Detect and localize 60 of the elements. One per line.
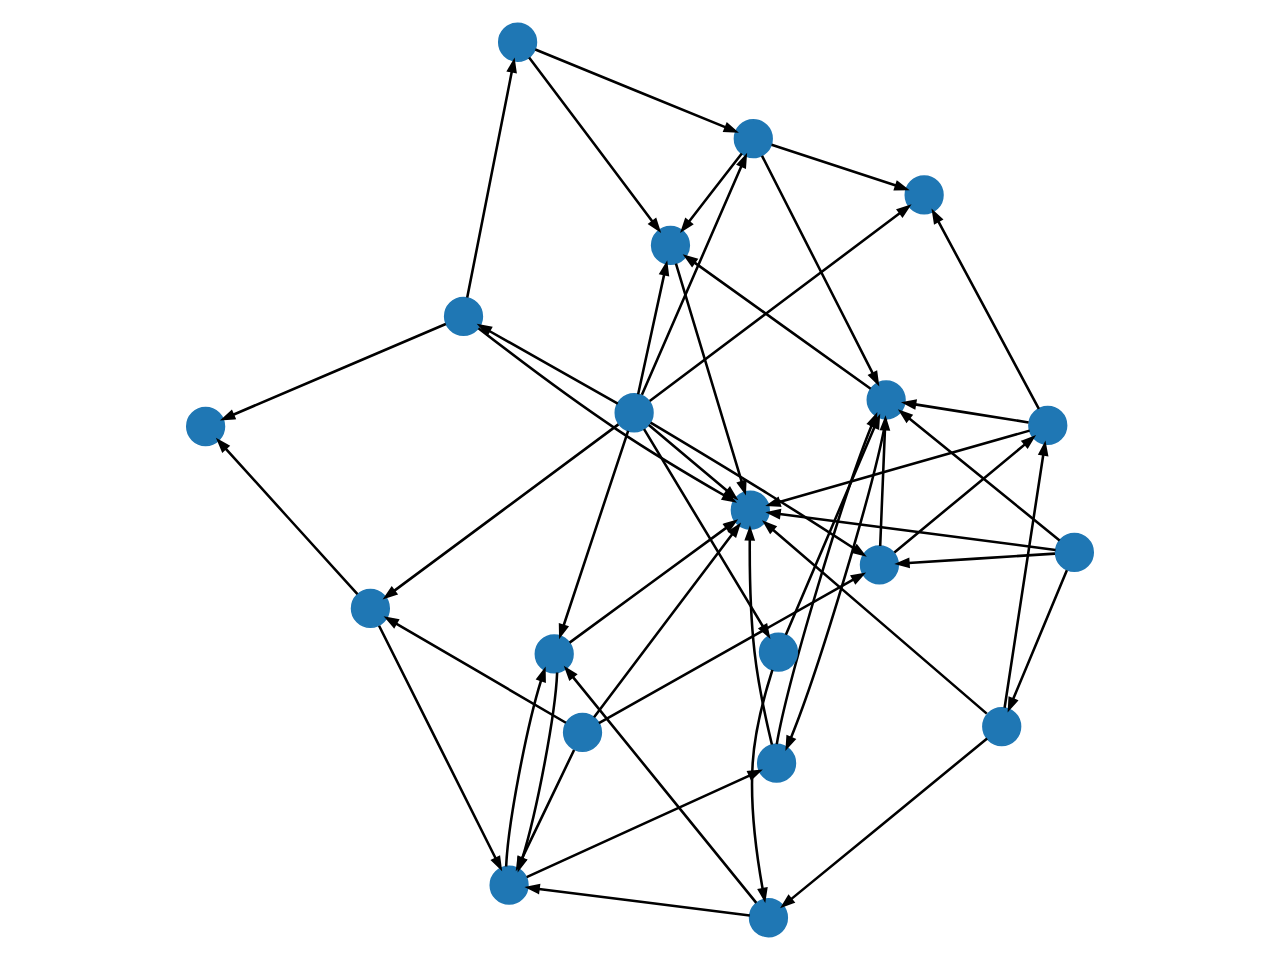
arrow: [640, 152, 748, 396]
arrow: [558, 430, 630, 640]
node-circle: [497, 22, 538, 62]
arrow: [897, 409, 1061, 542]
arrow: [524, 883, 750, 917]
arrow: [674, 263, 747, 496]
node-circle: [904, 175, 944, 215]
arrow: [680, 152, 743, 234]
arrow: [563, 665, 758, 904]
arrow: [750, 669, 774, 904]
arrow: [682, 254, 872, 390]
node-circle: [562, 712, 603, 753]
arrow: [893, 435, 1037, 554]
arrow: [649, 421, 867, 557]
arrow: [931, 208, 1040, 410]
node-circle: [859, 545, 900, 585]
node-circle: [748, 898, 789, 938]
node-circle: [730, 490, 770, 530]
arrow: [598, 572, 867, 725]
arrow: [894, 552, 1056, 569]
node-circle: [733, 119, 773, 159]
arrow: [215, 437, 359, 596]
node-circle: [350, 588, 391, 629]
arrow: [1007, 569, 1069, 713]
arrow: [636, 260, 670, 395]
arrow: [465, 57, 517, 298]
arrow: [648, 204, 912, 403]
arrow: [744, 525, 774, 745]
arrow: [761, 520, 988, 715]
arrow: [377, 625, 503, 872]
node-circle: [1028, 405, 1068, 446]
node-circle: [185, 406, 226, 447]
arrow: [765, 508, 1056, 552]
arrow: [780, 737, 988, 909]
arrow: [504, 666, 546, 867]
arrow: [568, 519, 739, 644]
arrow: [534, 48, 739, 133]
node-circle: [866, 380, 906, 420]
arrow: [878, 415, 891, 546]
node-circle: [534, 634, 574, 674]
arrow: [593, 522, 742, 718]
arrow: [219, 322, 447, 421]
arrow: [765, 429, 1030, 507]
node-circle: [982, 706, 1022, 747]
arrow: [476, 323, 619, 405]
arrow: [382, 423, 620, 600]
arrow: [1003, 440, 1049, 708]
arrow: [642, 428, 771, 639]
arrow: [528, 56, 662, 234]
node-circle: [489, 865, 529, 905]
node-circle: [650, 225, 691, 266]
arrow: [771, 143, 910, 191]
node-circle: [1054, 532, 1095, 573]
node-circle: [614, 393, 654, 433]
node-circle: [756, 743, 797, 783]
node-circle: [758, 632, 799, 672]
arrow: [900, 399, 1029, 424]
arrow: [760, 155, 880, 387]
node-circle: [443, 296, 484, 337]
arrow: [383, 616, 567, 724]
